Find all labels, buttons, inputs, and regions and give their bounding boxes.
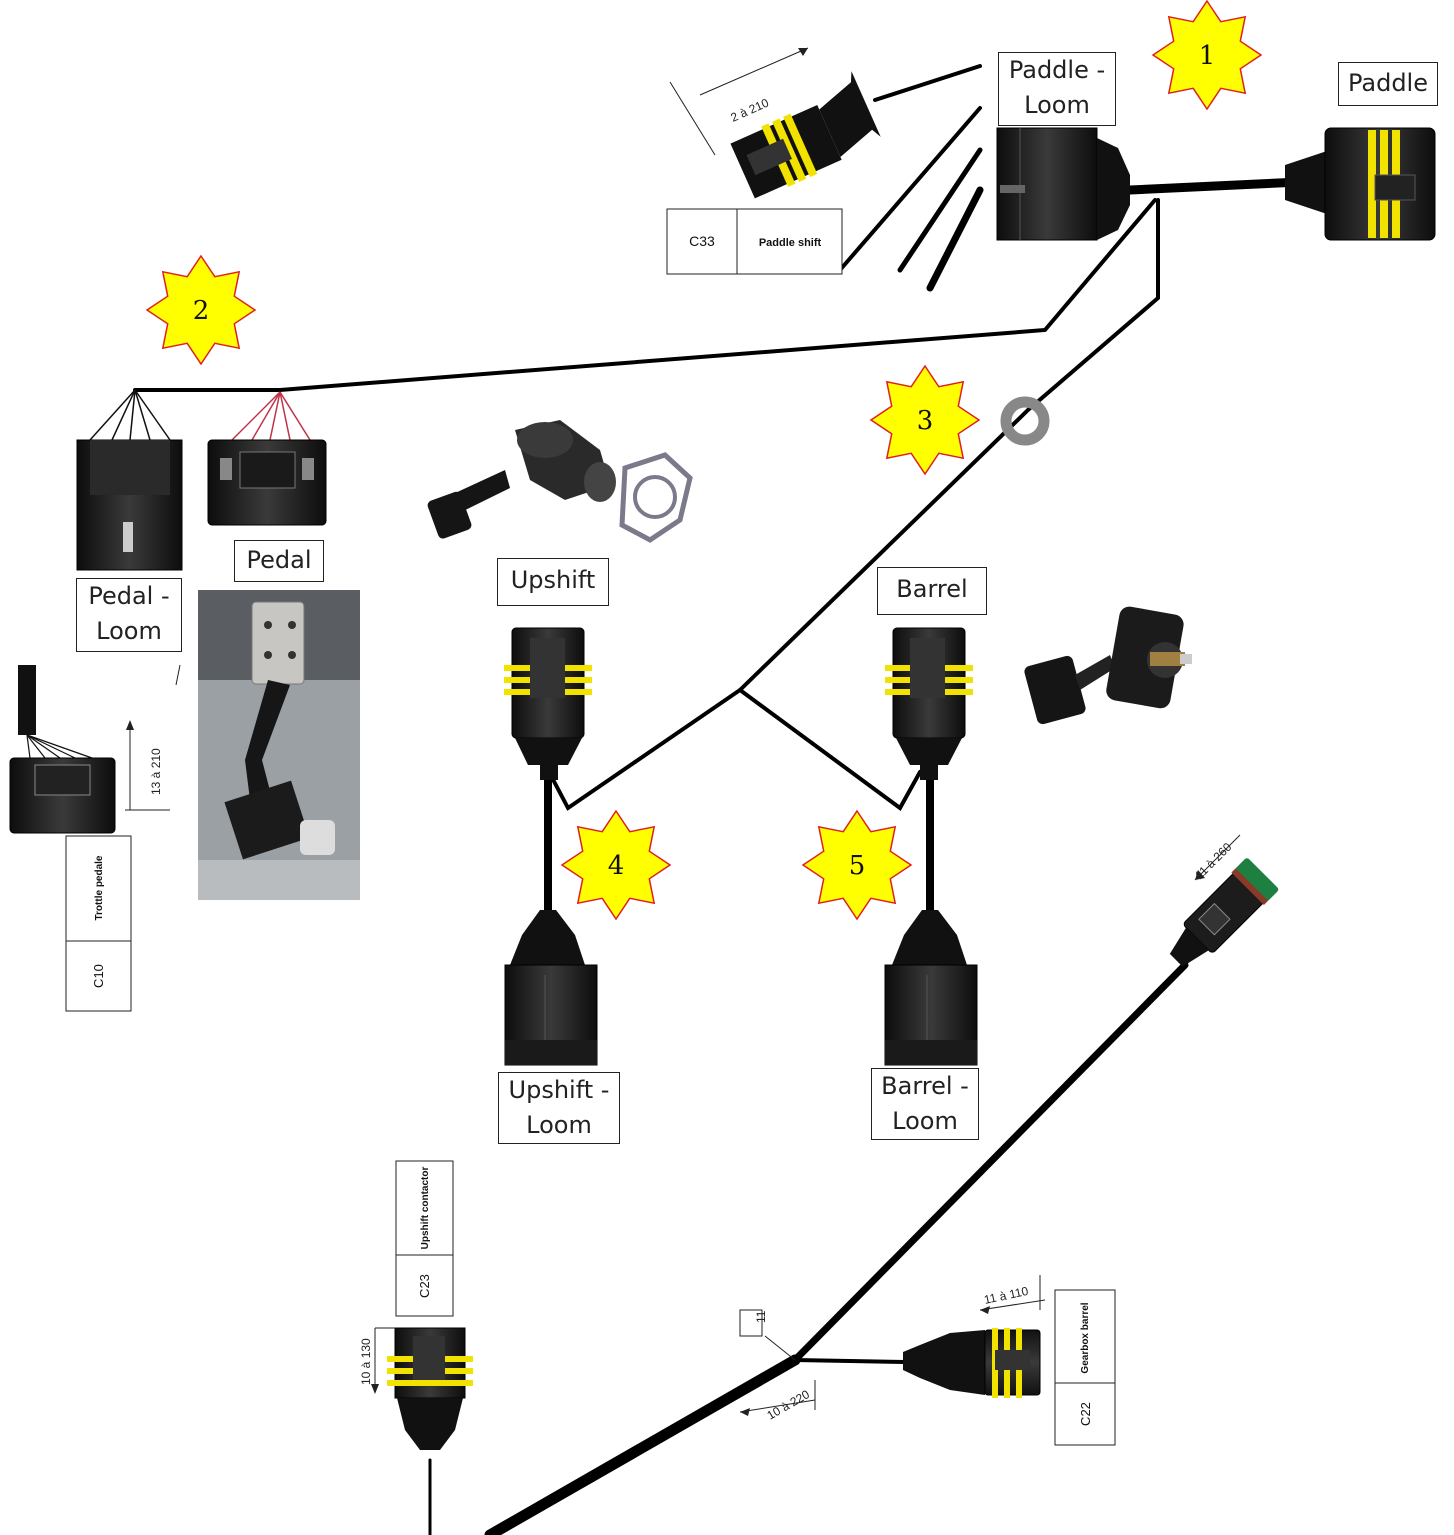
- label-upshift-loom: Upshift - Loom: [498, 1072, 620, 1144]
- branch-number: 11: [754, 1310, 768, 1323]
- label-barrel: Barrel: [877, 567, 987, 615]
- table-c22: Gearbox barrel C22: [1054, 1289, 1116, 1446]
- dim-text-d3: 11 à 260: [1192, 840, 1235, 883]
- table-c22-code: C22: [1078, 1402, 1093, 1426]
- callout-number-2: 2: [193, 296, 210, 326]
- grommet-icon: [1000, 396, 1050, 446]
- upshift-contactor-connector-icon: [387, 1327, 473, 1450]
- cable-to-splitter: [738, 198, 1160, 692]
- cable-to-pedal: [133, 198, 1157, 392]
- dim-text-d2: 13 à 210: [149, 748, 163, 795]
- callout-star-3: [869, 364, 981, 476]
- table-c22-name: Gearbox barrel: [1080, 1302, 1091, 1373]
- table-c10: Trottle pedale C10: [65, 835, 132, 1012]
- paddle-shift-connector-icon: [730, 71, 881, 199]
- pedal-loom-connector-icon: [76, 389, 183, 571]
- dim-text-d6: 10 à 130: [359, 1338, 373, 1385]
- gearbox-barrel-connector-icon: [903, 1328, 1041, 1398]
- barrel-sensor-illustration: [1024, 606, 1192, 725]
- table-c10-name: Trottle pedale: [94, 855, 105, 920]
- label-pedal: Pedal: [234, 540, 324, 582]
- cable-gearbox-main: [484, 1354, 801, 1535]
- branch-number-box: [739, 1309, 763, 1337]
- paddle-loom-connector-icon: [996, 127, 1130, 241]
- table-c33-code: C33: [689, 233, 715, 249]
- callout-star-4: [560, 809, 672, 921]
- upshift-actuator-illustration: [427, 420, 693, 543]
- callout-star-1: [1151, 0, 1263, 111]
- table-c23-name: Upshift contactor: [420, 1167, 431, 1250]
- upshift-connector-icon: [504, 627, 592, 780]
- dim-text-d1: 2 à 210: [729, 96, 772, 125]
- barrel-loom-connector-icon: [884, 910, 978, 1066]
- callout-number-5: 5: [849, 851, 866, 881]
- label-paddle: Paddle: [1338, 62, 1438, 106]
- label-pedal-loom: Pedal - Loom: [76, 578, 182, 652]
- cable-paddle-main: [1125, 177, 1305, 195]
- callout-star-2: [145, 254, 257, 366]
- paddle-connector-icon: [1285, 127, 1436, 241]
- callout-star-5: [801, 809, 913, 921]
- table-c10-code: C10: [91, 964, 106, 988]
- pedal-connector-icon: [207, 391, 327, 526]
- label-barrel-loom: Barrel - Loom: [871, 1068, 979, 1140]
- callout-number-1: 1: [1199, 41, 1216, 71]
- cable-to-barrel: [738, 688, 922, 811]
- table-c23: Upshift contactor C23: [395, 1160, 454, 1317]
- upshift-loom-connector-icon: [504, 910, 598, 1066]
- label-upshift: Upshift: [497, 558, 609, 606]
- callout-number-3: 3: [917, 406, 934, 436]
- pedal-photo: [198, 590, 360, 900]
- table-c23-code: C23: [417, 1274, 432, 1298]
- label-paddle-loom: Paddle - Loom: [998, 52, 1116, 126]
- dim-text-d5: 10 à 220: [765, 1387, 813, 1423]
- callout-number-4: 4: [608, 851, 625, 881]
- barrel-connector-icon: [885, 627, 973, 780]
- cable-to-upshift: [546, 688, 742, 811]
- throttle-pedal-connector-icon: [9, 665, 116, 834]
- table-c33-name: Paddle shift: [759, 237, 822, 249]
- deutsch-connector-icon: [1169, 858, 1279, 967]
- table-c33: C33 Paddle shift: [666, 208, 843, 275]
- harness-cables: [133, 64, 1305, 1535]
